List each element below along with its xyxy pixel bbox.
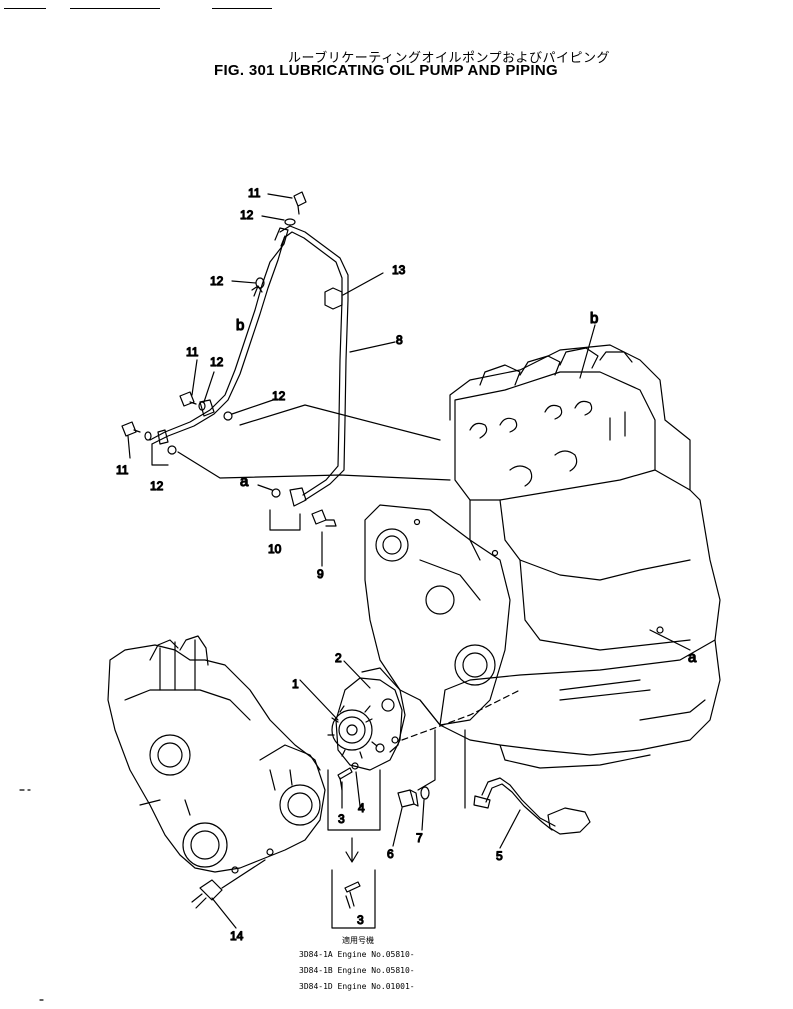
callout-12-bottom: 12 bbox=[150, 479, 164, 493]
pump-gasket bbox=[361, 667, 406, 753]
callout-3-alt: 3 bbox=[357, 913, 364, 927]
callout-6: 6 bbox=[387, 847, 394, 861]
callout-12-top: 12 bbox=[240, 208, 254, 222]
callout-2: 2 bbox=[335, 651, 342, 665]
callout-4: 4 bbox=[358, 801, 365, 815]
oil-pump bbox=[327, 677, 403, 771]
b-arrow-left bbox=[251, 285, 263, 297]
label-a-left: a bbox=[240, 473, 249, 490]
oil-pressure-switch bbox=[191, 859, 266, 909]
callout-11-top: 11 bbox=[248, 186, 261, 200]
top-rule-2 bbox=[70, 8, 160, 9]
washer-bracket-bottom bbox=[269, 509, 301, 531]
callout-3: 3 bbox=[338, 812, 345, 826]
applicability-box bbox=[331, 869, 376, 929]
callout-13: 13 bbox=[392, 263, 406, 277]
washer-bracket-left bbox=[151, 443, 169, 466]
callout-11-mid: 11 bbox=[186, 345, 199, 359]
engine-block bbox=[419, 344, 721, 769]
b-leader-right bbox=[579, 324, 596, 379]
leader-lines bbox=[127, 193, 521, 929]
callout-12-right: 12 bbox=[272, 389, 286, 403]
strainer-leader bbox=[417, 729, 466, 809]
guide-line-2 bbox=[177, 451, 451, 481]
figure-title: FIG. 301 LUBRICATING OIL PUMP AND PIPING bbox=[214, 62, 558, 79]
callout-12-upper: 12 bbox=[210, 274, 224, 288]
label-a-right: a bbox=[688, 649, 697, 666]
callout-10: 10 bbox=[268, 542, 282, 556]
callout-12-mid: 12 bbox=[210, 355, 224, 369]
pump-to-block-leader bbox=[401, 689, 521, 741]
plug-washer bbox=[420, 786, 430, 800]
top-rule-3 bbox=[212, 8, 272, 9]
oil-strainer bbox=[473, 777, 591, 835]
label-b-left: b bbox=[236, 317, 244, 334]
callout-14: 14 bbox=[230, 929, 244, 943]
guide-line-a bbox=[257, 484, 273, 491]
callout-8: 8 bbox=[396, 333, 403, 347]
callout-11-left: 11 bbox=[116, 463, 129, 477]
callout-9: 9 bbox=[317, 567, 324, 581]
pump-bolt-box bbox=[327, 762, 381, 831]
applicability-line-1: 3D84-1A Engine No.05810- bbox=[299, 950, 415, 959]
callout-7: 7 bbox=[416, 831, 423, 845]
figure-title-japanese: ルーブリケーティングオイルポンプおよびパイピング bbox=[288, 51, 611, 66]
top-rule-1 bbox=[4, 8, 46, 9]
pipe-fittings bbox=[121, 191, 337, 527]
applicability-line-2: 3D84-1B Engine No.05810- bbox=[299, 966, 415, 975]
callout-1: 1 bbox=[292, 677, 299, 691]
callout-5: 5 bbox=[496, 849, 503, 863]
a-leader-right bbox=[649, 629, 691, 651]
applicability-line-3: 3D84-1D Engine No.01001- bbox=[299, 982, 415, 991]
oil-pipe bbox=[149, 225, 349, 507]
gear-case bbox=[107, 635, 326, 874]
applicability-heading: 適用号機 bbox=[342, 936, 374, 945]
front-plate bbox=[364, 504, 511, 726]
replacement-arrow bbox=[345, 837, 359, 863]
label-b-right: b bbox=[590, 310, 598, 327]
guide-line-1 bbox=[239, 404, 441, 441]
drain-plug bbox=[397, 789, 419, 808]
